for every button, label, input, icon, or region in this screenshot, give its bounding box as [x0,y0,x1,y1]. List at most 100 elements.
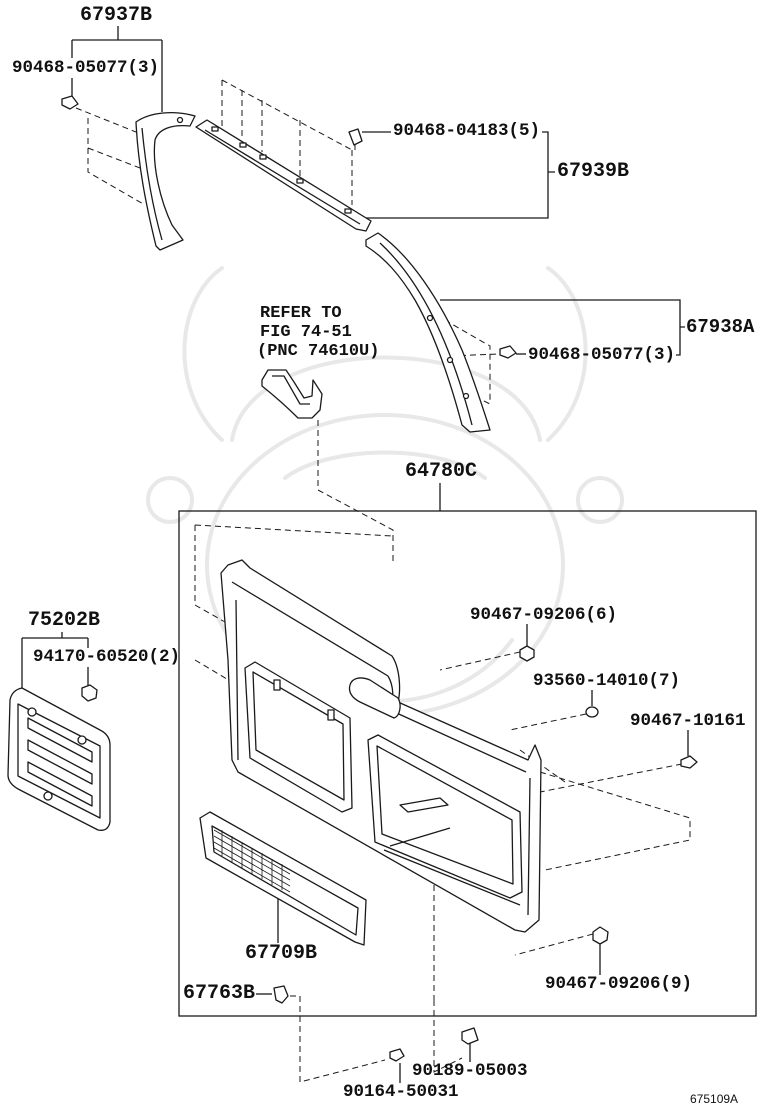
callout-90164-50031: 90164-50031 [343,1082,459,1102]
watermark-brow [283,450,487,480]
cover-plate-hole [27,707,37,717]
leader-lines [21,26,689,1083]
clip-93560-14010 [585,706,599,718]
left-window-inner [252,671,345,801]
alignment-dashed-line [317,420,394,562]
clip-90468-05077-right [499,345,517,359]
alignment-dashed-line [194,525,226,623]
assembly-box-64780c [178,510,757,1017]
callout-67939b: 67939B [557,160,630,183]
callout-67938a: 67938A [686,316,755,338]
header-trim-clip-hole [211,126,219,132]
alignment-dashed-line [439,651,521,671]
cover-plate-hole [43,791,53,801]
header-trim-clip-hole [344,208,352,214]
header-trim-edge [204,129,361,225]
cover-plate-slot [27,761,93,807]
header-trim-67939b [195,119,372,232]
watermark-left-horn [182,266,224,442]
right-pillar-trim-outline [365,232,491,433]
alignment-dashed-line [290,995,386,1083]
left-pillar-trim-edge [141,127,163,241]
right-pillar-trim-67938a [365,232,491,433]
latch-rod [389,827,451,847]
back-door-trim-board [220,559,542,933]
callout-75202b: 75202B [28,609,101,632]
alignment-dashed-line [539,763,683,793]
cover-plate-slot [27,739,93,785]
clip-90467-09206-6 [519,645,535,662]
clip-90467-10161 [680,755,698,769]
clip-seat [273,679,281,691]
header-trim-clip-hole [296,178,304,184]
callout-90467-09206-6: 90467-09206(6) [470,605,618,625]
alignment-dashed-line [194,659,233,683]
callout-64780c: 64780C [405,460,478,483]
watermark-right-horn [546,266,588,442]
reference-note-line1: REFER TO [260,304,342,323]
alignment-dashed-line [75,107,137,133]
cover-plate-hole [77,735,87,745]
clip-seat [327,709,335,721]
watermark-right-ear [576,476,624,524]
callout-94170-60520: 94170-60520(2) [33,647,181,667]
right-window-inner [376,745,514,885]
cargo-net-frame [199,811,367,946]
assist-handle-outline [261,369,323,419]
cargo-net-67709b [199,811,367,946]
callout-67937b: 67937B [80,4,153,27]
right-pillar-trim-hole [462,392,470,400]
reference-note-line2: FIG 74-51 [260,323,352,342]
right-window-opening [367,734,523,899]
leader-line-67937b [71,26,163,112]
callout-90189-05003: 90189-05003 [412,1061,528,1081]
clip-90468-04183 [348,128,363,146]
alignment-dashed-line [514,933,594,956]
alignment-dashed-line [87,147,141,169]
left-window-opening [244,661,353,813]
cover-plate-75202b [7,687,111,831]
callout-90467-10161: 90467-10161 [630,711,746,731]
header-trim-outline [195,119,372,232]
alignment-dashed-line [449,353,499,357]
clip-90468-05077-top [61,95,79,110]
clip-90467-09206-9 [592,926,609,945]
callout-93560-14010: 93560-14010(7) [533,671,681,691]
assist-handle [261,369,323,419]
callout-67763b: 67763B [183,982,256,1005]
alignment-dashed-line [435,314,491,402]
alignment-dashed-line [539,771,691,871]
leader-line-67938a [440,299,685,356]
header-trim-clip-hole [259,154,267,160]
alignment-dashed-line [221,79,353,151]
callout-90467-09206-9: 90467-09206(9) [545,974,693,994]
callout-90468-05077-right: 90468-05077(3) [528,345,676,365]
leader-line-67939b [366,131,555,219]
trim-board-inner-rim [235,599,531,916]
watermark-left-ear [146,476,194,524]
clip-67763b [273,985,289,1004]
cover-plate-slot [27,717,93,763]
watermark-helmet-dome [230,355,542,442]
right-pillar-trim-hole [446,356,454,364]
header-trim-clip-hole [239,142,247,148]
right-pillar-trim-hole [426,314,434,322]
alignment-dashed-line [433,1000,463,1073]
callout-90468-04183: 90468-04183(5) [393,121,541,141]
reference-note-line3: (PNC 74610U) [257,342,380,361]
leader-line-75202b [21,632,89,690]
latch-bracket [399,797,449,813]
screw-90164-50031 [389,1048,405,1062]
callout-90468-05077-top: 90468-05077(3) [12,58,160,78]
left-pillar-trim-outline [135,111,196,251]
callout-67709b: 67709B [245,942,318,965]
alignment-dashed-line [87,118,146,206]
figure-id: 675109A [690,1092,739,1106]
handle-recess [348,677,401,719]
cargo-net-mesh [213,829,291,893]
trim-board-lower-rail [383,849,521,906]
assist-handle-grip [272,375,310,405]
bracket-90189-05003 [461,1027,479,1045]
